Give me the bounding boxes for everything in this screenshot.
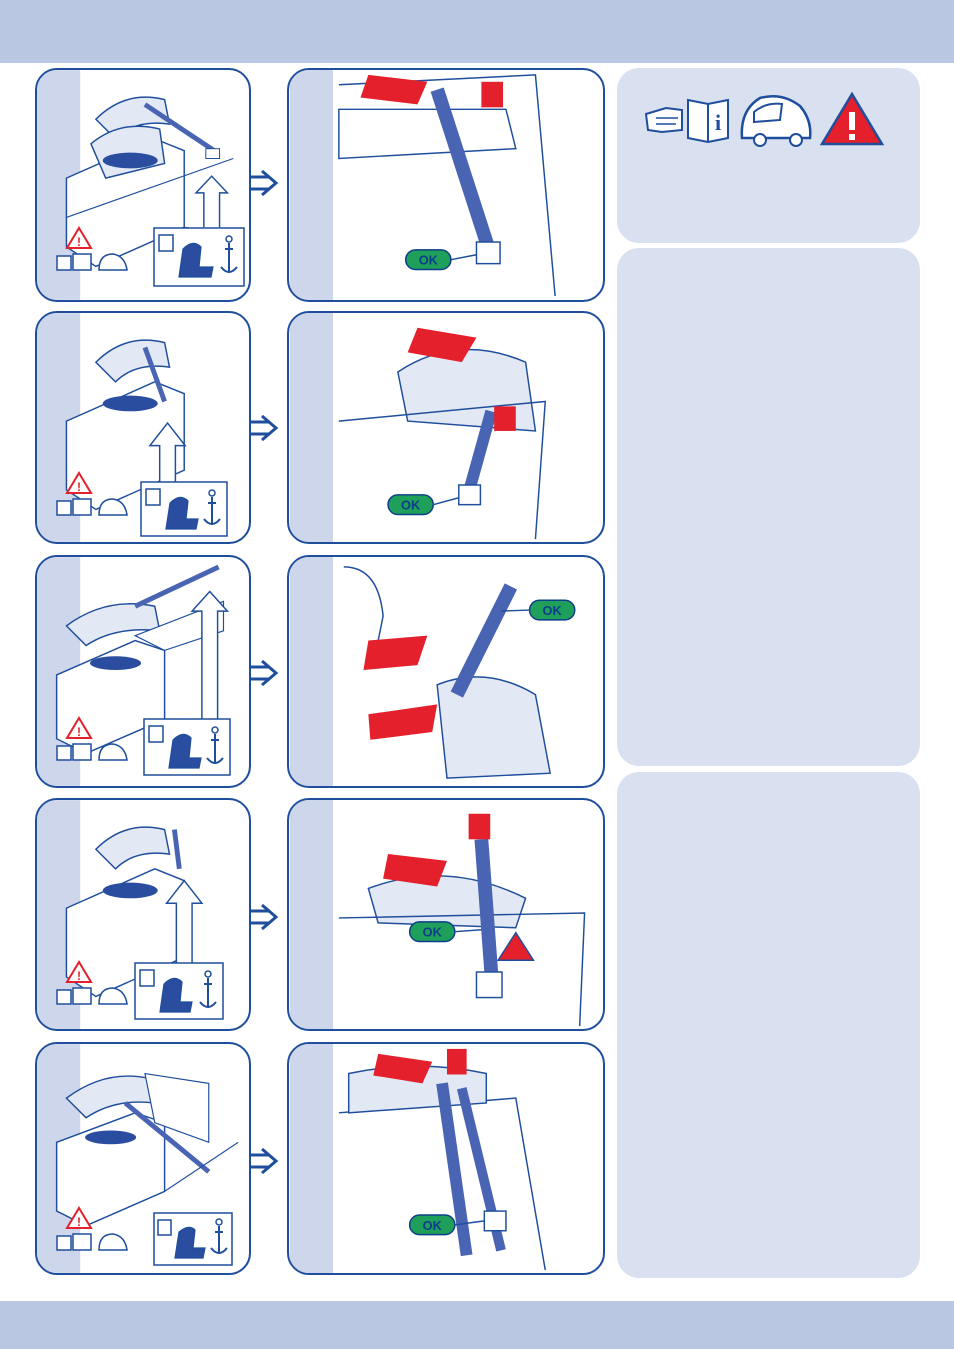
box-icon-group [153,1212,233,1266]
ok-badge-label: OK [423,925,443,940]
instructions-panel-1 [617,248,920,766]
step-5-installation-photo: OK [287,1042,605,1275]
footer-band [0,1301,954,1349]
box-icon-group [153,227,245,287]
info-panel: i [617,68,920,243]
box-icon-group [140,481,228,537]
double-arrow-right-icon [250,414,279,442]
step-1-installation-illustration: OK [289,70,556,300]
ok-badge-label: OK [423,1218,443,1233]
mini-icon-group: ! [56,1206,128,1251]
step-1-installation-photo: OK [287,68,605,302]
pointing-hand-icon [644,106,683,134]
step-1-seat-illustration [37,70,244,300]
car-icon [740,95,812,147]
step-2-installation-illustration: OK [289,313,547,542]
double-arrow-right-icon [250,903,279,931]
box-icon-group [143,718,231,776]
manual-book-icon: i [687,98,729,144]
mini-icon-group: ! [56,960,128,1005]
info-icon-group: i [644,91,885,147]
step-5-installation-illustration: OK [289,1044,546,1273]
step-2-seat-illustration [37,313,187,542]
double-arrow-right-icon [250,659,279,687]
mini-icon-group: ! [56,716,128,761]
step-1-seat-diagram [35,68,251,302]
mini-icon-group: ! [56,226,128,271]
svg-text:i: i [715,110,721,135]
ok-badge-label: OK [401,498,421,513]
double-arrow-right-icon [250,1147,279,1175]
svg-text:!: ! [77,725,81,739]
svg-text:!: ! [77,969,81,983]
svg-text:!: ! [77,1215,81,1229]
warning-triangle-icon [819,91,885,146]
step-2-installation-photo: OK [287,311,605,544]
step-3-installation-illustration: OK [289,557,576,786]
step-3-installation-photo: OK [287,555,605,788]
instructions-panel-2 [617,772,920,1278]
double-arrow-right-icon [250,169,279,197]
box-icon-group [134,962,224,1020]
step-4-installation-photo: OK [287,798,605,1031]
ok-badge-label: OK [543,603,563,618]
svg-text:!: ! [77,235,81,249]
ok-badge-label: OK [419,253,439,268]
step-4-installation-illustration: OK [289,800,586,1029]
svg-text:!: ! [77,480,81,494]
mini-icon-group: ! [56,471,128,516]
step-5-seat-illustration [37,1044,239,1273]
header-band [0,0,954,63]
warning-triangle-icon [496,931,535,961]
